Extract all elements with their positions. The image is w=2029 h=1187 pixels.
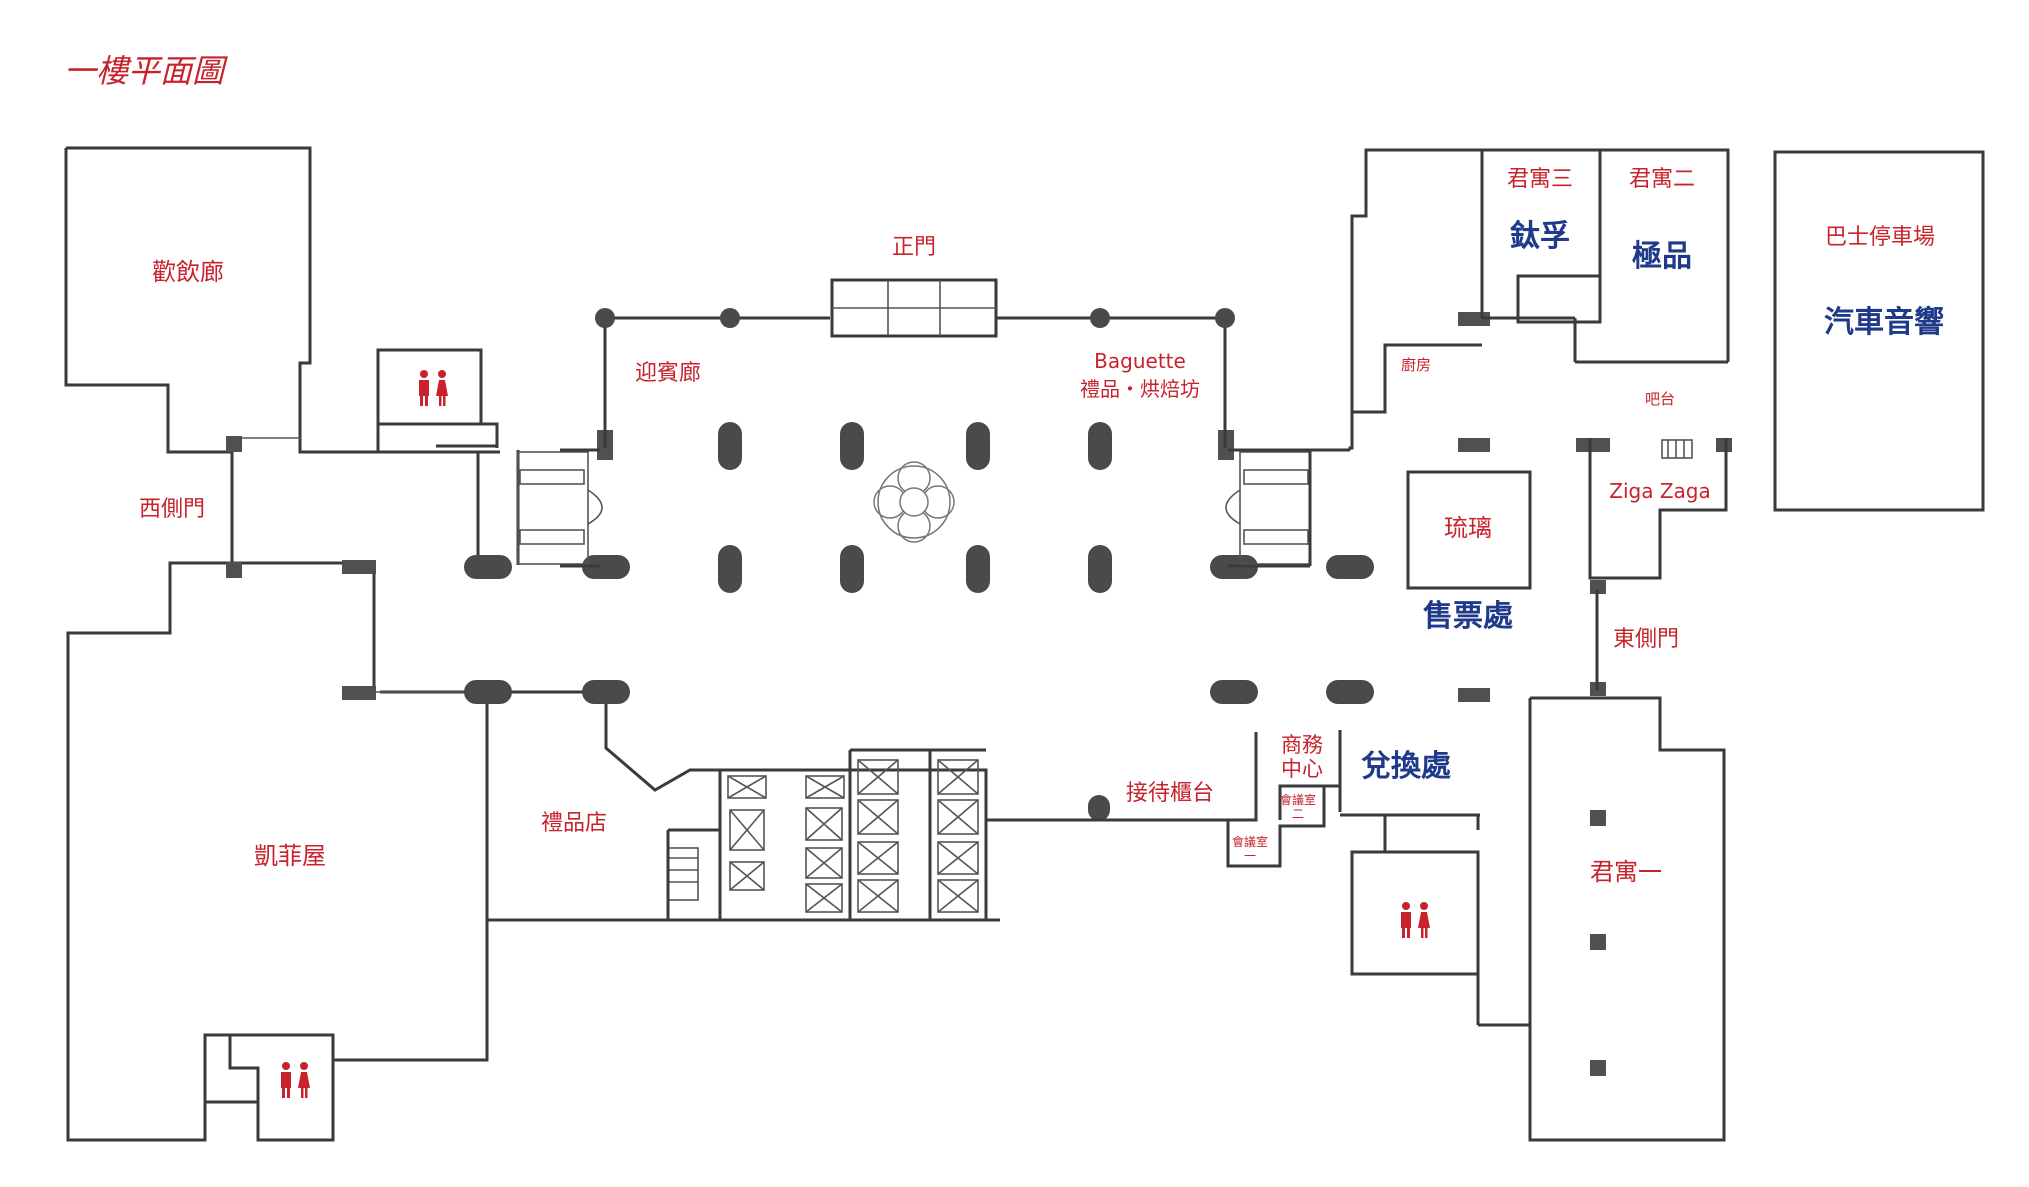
plan-title: 一樓平面圖 <box>64 52 228 90</box>
label-welcome-gallery: 迎賓廊 <box>635 361 701 386</box>
bus-parking-area <box>1773 150 1985 512</box>
escalator-icon <box>517 448 603 568</box>
label-kitchen: 廚房 <box>1401 356 1431 374</box>
overlay-jipin: 極品 <box>1632 239 1692 274</box>
label-bus-parking: 巴士停車場 <box>1825 225 1935 250</box>
restroom-icon <box>419 370 448 406</box>
restroom-icon <box>281 1062 310 1098</box>
label-bar: 吧台 <box>1645 390 1675 408</box>
escalator-icon <box>1225 448 1350 568</box>
label-meeting-room-1-a: 會議室 <box>1232 834 1268 849</box>
overlay-exchange: 兌換處 <box>1361 749 1451 784</box>
label-reception-counter: 接待櫃台 <box>1126 781 1214 806</box>
overlay-car-audio: 汽車音響 <box>1824 305 1944 340</box>
label-east-door: 東側門 <box>1613 627 1679 652</box>
east-wing-walls <box>1348 148 1730 1142</box>
label-meeting-room-2-b: 二 <box>1292 807 1304 821</box>
door-posts <box>226 312 1732 1076</box>
label-ziga-zaga: Ziga Zaga <box>1609 479 1710 503</box>
west-wing-walls <box>64 146 1000 1142</box>
label-meeting-room-1-b: 一 <box>1244 849 1256 863</box>
overlay-ticket-office: 售票處 <box>1423 599 1513 634</box>
label-west-door: 西側門 <box>139 497 205 522</box>
reception-area-walls <box>986 730 1530 1027</box>
label-junyu-3: 君寓三 <box>1507 167 1573 192</box>
overlay-taifu: 鈦孚 <box>1510 219 1570 254</box>
label-junyu-2: 君寓二 <box>1629 167 1695 192</box>
north-wall-posts <box>595 308 1235 328</box>
label-main-entrance: 正門 <box>892 235 936 260</box>
label-liuli: 琉璃 <box>1444 514 1492 542</box>
label-business-center-2: 中心 <box>1281 757 1323 781</box>
label-dining-gallery: 歡飲廊 <box>152 258 224 286</box>
label-baguette-desc: 禮品・烘焙坊 <box>1080 377 1200 401</box>
label-junyu-1: 君寓一 <box>1590 858 1662 886</box>
restroom-icon <box>1401 902 1430 938</box>
label-kaifei-house: 凱菲屋 <box>254 842 326 870</box>
lobby-columns <box>464 422 1374 821</box>
label-gift-shop: 禮品店 <box>541 811 607 836</box>
label-meeting-room-2-a: 會議室 <box>1280 792 1316 807</box>
label-business-center-1: 商務 <box>1281 733 1323 757</box>
label-baguette-name: Baguette <box>1094 349 1186 373</box>
fountain-icon <box>873 461 955 543</box>
elevator-icon <box>666 748 988 922</box>
